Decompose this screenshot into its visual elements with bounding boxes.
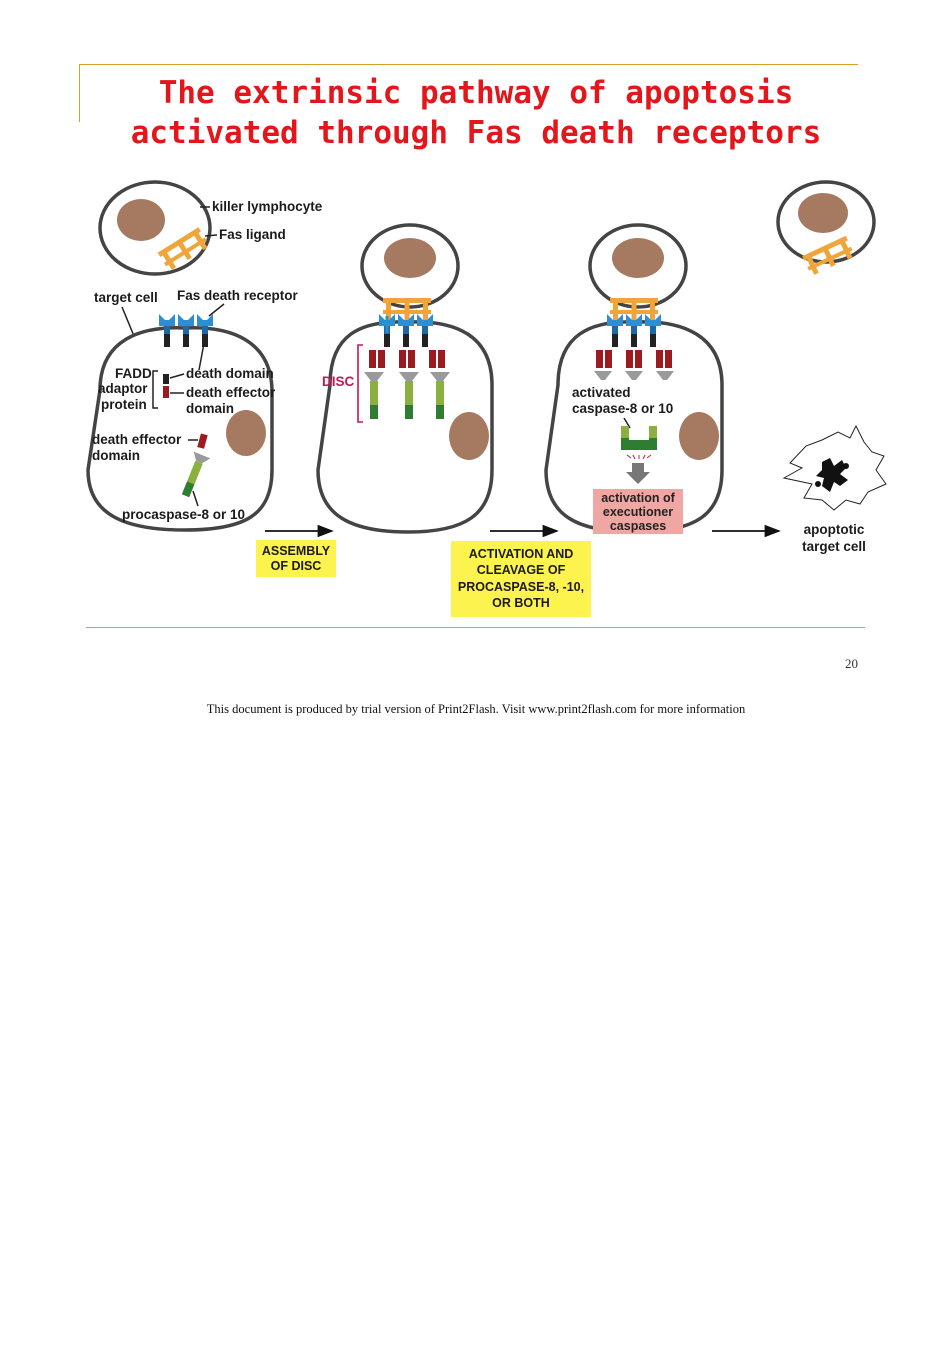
- step-activation-4: OR BOTH: [492, 596, 550, 610]
- nucleus-icon: [117, 199, 165, 241]
- label-executioner-2: executioner: [603, 505, 673, 519]
- top-rule: [79, 64, 858, 65]
- slide-title-line-2: activated through Fas death receptors: [130, 115, 822, 151]
- label-procaspase: procaspase-8 or 10: [122, 507, 245, 522]
- activated-caspase-icon: [621, 426, 657, 460]
- nucleus-icon: [384, 238, 436, 278]
- cleaved-prodomain-icon: [594, 371, 674, 380]
- label-ded-left-1: death effector: [92, 432, 182, 447]
- nucleus-icon: [226, 410, 266, 456]
- fadd-death-domain-icon: [163, 374, 169, 384]
- label-target-cell: target cell: [94, 290, 158, 305]
- procaspase-icon: [364, 372, 450, 419]
- step-activation-3: PROCASPASE-8, -10,: [458, 580, 584, 594]
- nucleus-icon: [798, 193, 848, 233]
- killer-lymphocyte-cell: [588, 223, 688, 309]
- label-apoptotic-1: apoptotic: [804, 522, 865, 537]
- step-activation-box: [451, 541, 591, 617]
- killer-lymphocyte-cell: [776, 180, 876, 277]
- bottom-rule: [86, 627, 865, 628]
- label-killer-lymphocyte: killer lymphocyte: [212, 199, 323, 214]
- label-death-effector-2: domain: [186, 401, 234, 416]
- killer-lymphocyte-cell: [98, 180, 212, 276]
- target-cell-3: [544, 320, 724, 534]
- label-ded-left-2: domain: [92, 448, 140, 463]
- ded-icon: [197, 433, 208, 449]
- label-fadd-1: FADD: [115, 366, 152, 381]
- slide-title-line-1: The extrinsic pathway of apoptosis: [158, 75, 794, 111]
- label-executioner-3: caspases: [610, 519, 666, 533]
- disc-bracket: [357, 344, 363, 423]
- label-death-domain: death domain: [186, 366, 274, 381]
- step-activation-2: CLEAVAGE OF: [477, 563, 566, 577]
- trial-footer-text: This document is produced by trial versi…: [206, 702, 746, 716]
- nucleus-icon: [612, 238, 664, 278]
- procaspase-icon: [181, 451, 211, 498]
- target-cell-1: [86, 326, 274, 532]
- step-activation-1: ACTIVATION AND: [469, 547, 574, 561]
- label-activated-2: caspase-8 or 10: [572, 401, 673, 416]
- executioner-caspases-box: [593, 489, 683, 534]
- fadd-effector-domain-icon: [163, 386, 169, 398]
- fas-pathway-diagram: killer lymphocyte Fas ligand target cell…: [86, 180, 887, 617]
- label-activated-1: activated: [572, 385, 631, 400]
- label-fadd-2: adaptor: [98, 381, 148, 396]
- nucleus-icon: [679, 412, 719, 460]
- label-executioner-1: activation of: [601, 491, 675, 505]
- step-assembly-2: OF DISC: [271, 559, 322, 573]
- target-cell-2: [316, 320, 494, 534]
- nucleus-icon: [449, 412, 489, 460]
- arrow-down-icon: [626, 463, 650, 484]
- step-assembly-1: ASSEMBLY: [262, 544, 331, 558]
- killer-lymphocyte-cell: [360, 223, 460, 309]
- step-assembly-box: [256, 540, 336, 577]
- label-fas-death-receptor: Fas death receptor: [177, 288, 299, 303]
- label-apoptotic-2: target cell: [802, 539, 866, 554]
- label-disc: DISC: [322, 374, 355, 389]
- label-death-effector-1: death effector: [186, 385, 276, 400]
- page-number: 20: [845, 656, 858, 671]
- label-fadd-3: protein: [101, 397, 147, 412]
- label-fas-ligand: Fas ligand: [219, 227, 286, 242]
- fas-ligand-icon: [383, 298, 431, 320]
- fas-ligand-icon: [610, 298, 658, 320]
- top-rule-tick: [79, 64, 80, 122]
- fragmented-nucleus-icon: [816, 458, 848, 492]
